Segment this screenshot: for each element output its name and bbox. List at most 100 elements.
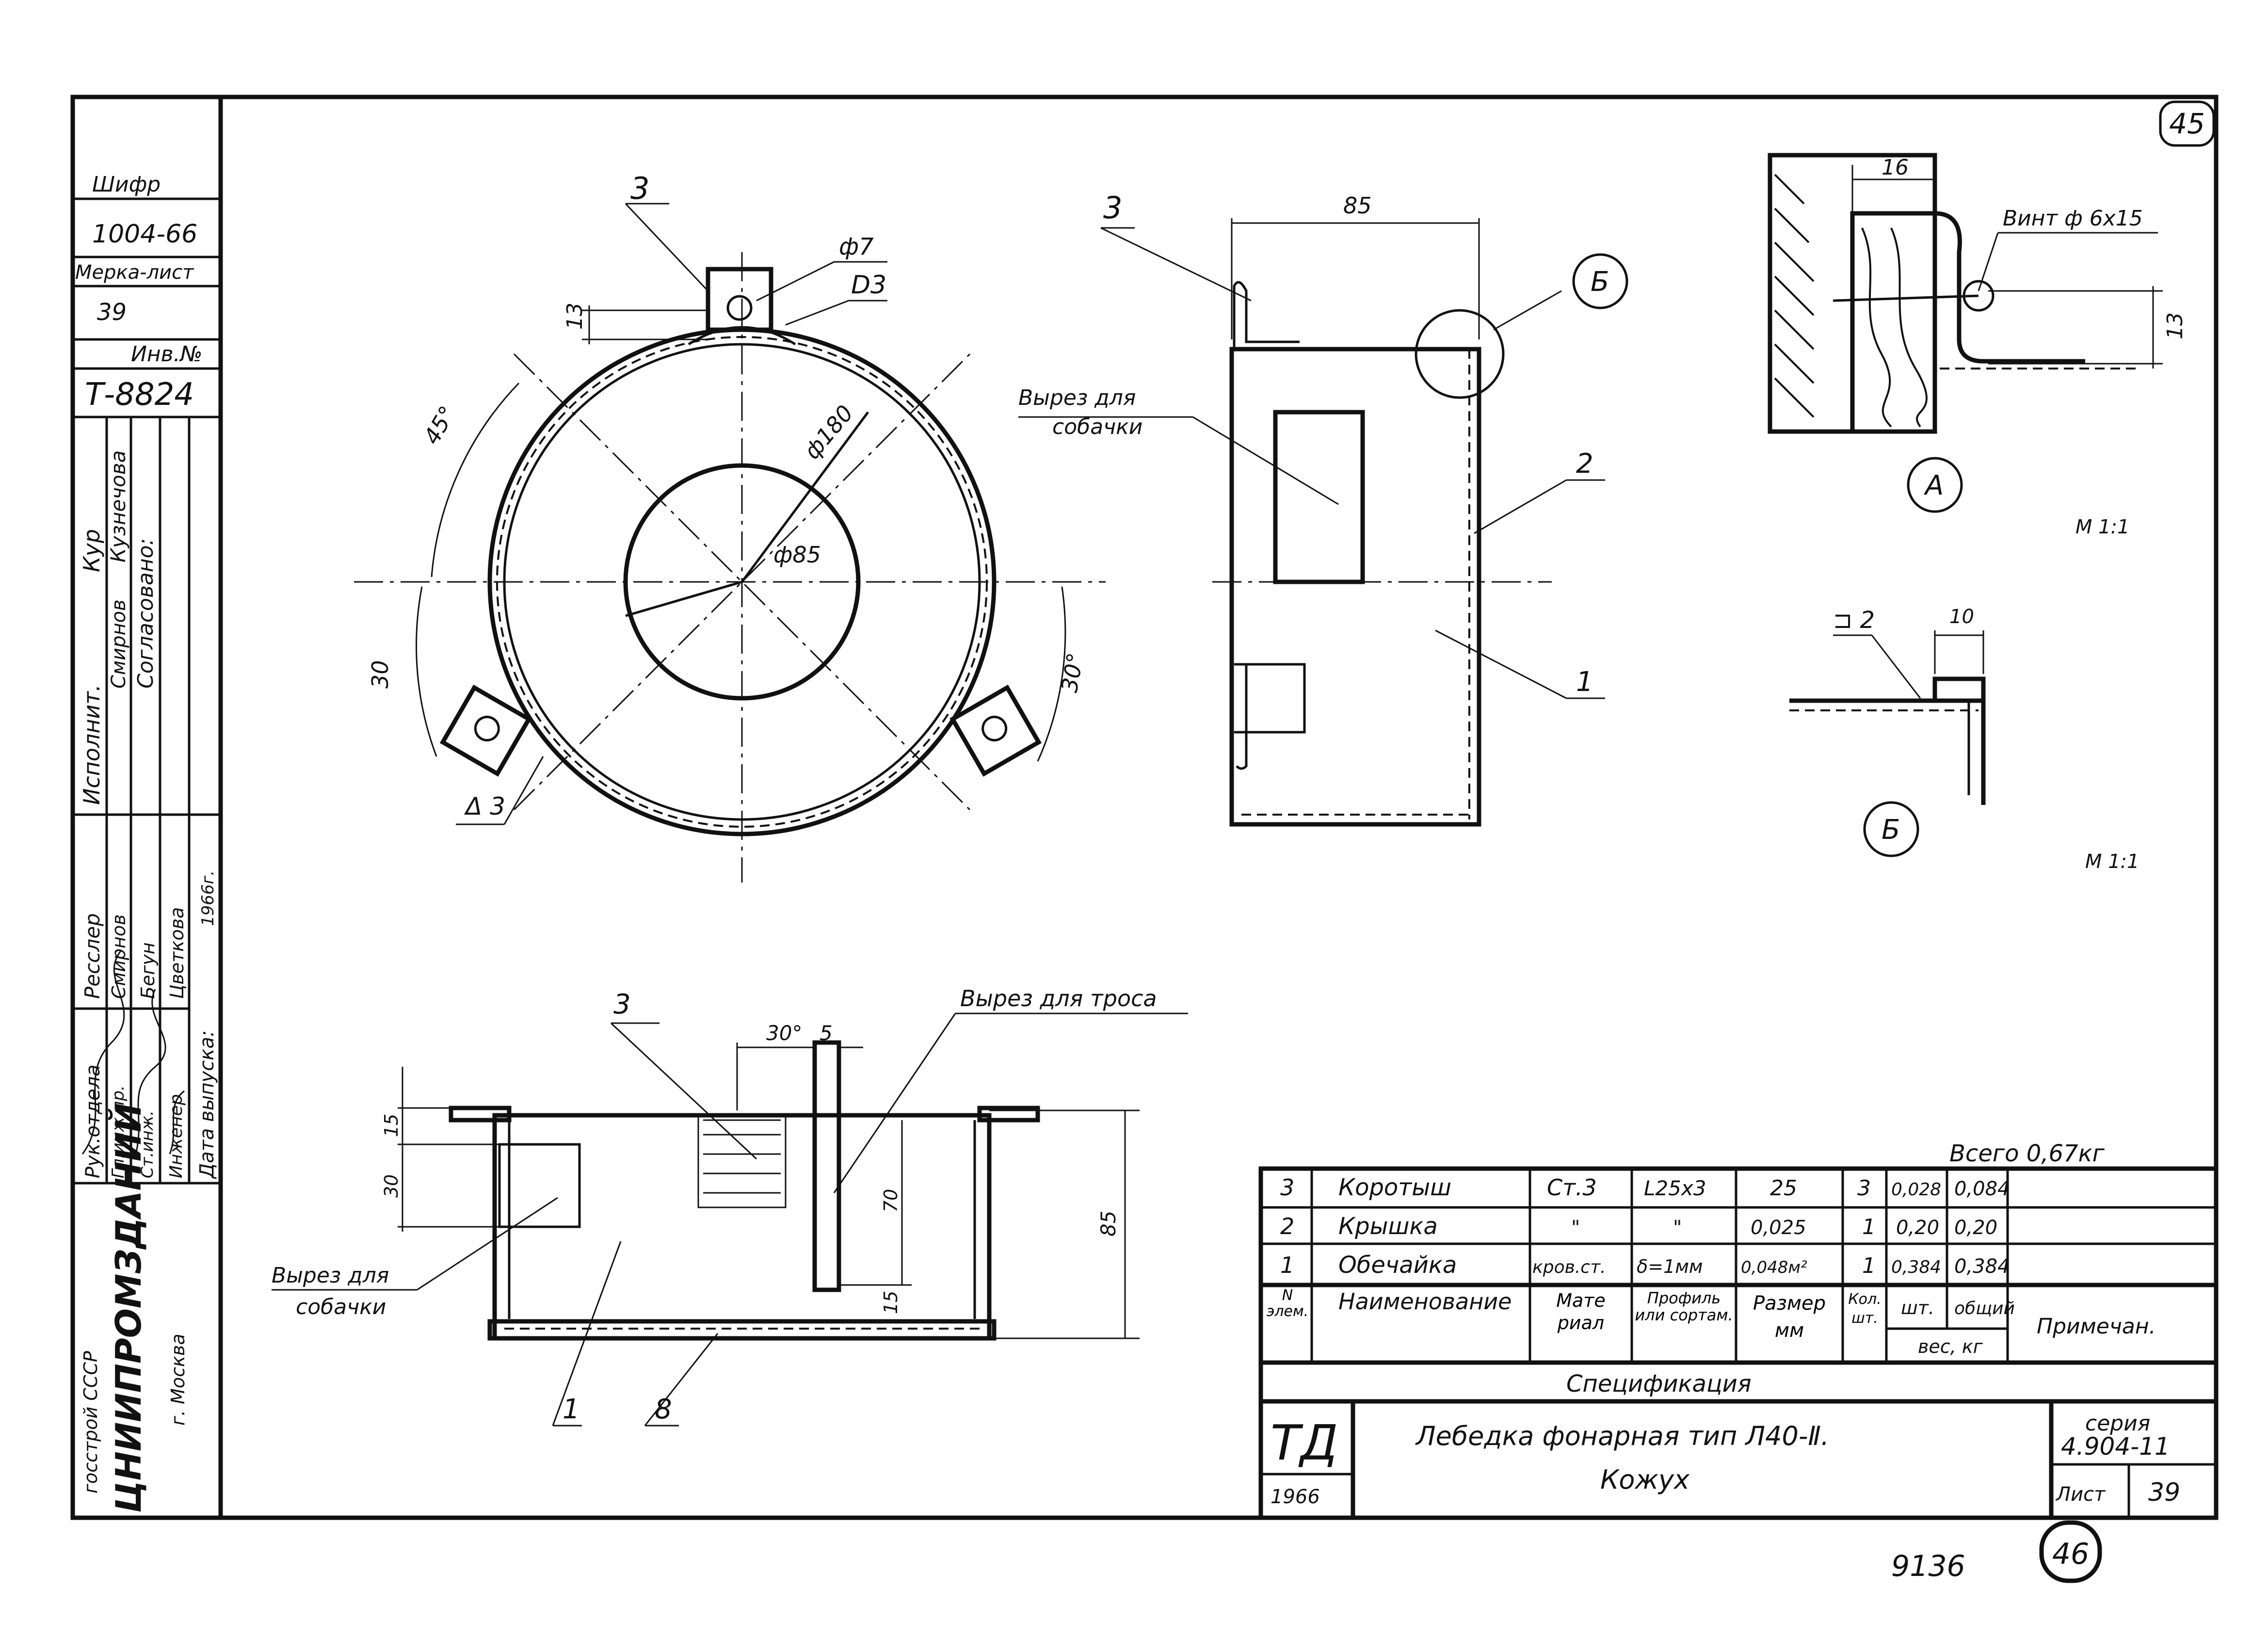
spec-r1-n: 3 bbox=[1280, 1174, 1294, 1201]
spec-table: Всего 0,67кг 3 Коротыш Ст.3 L25х3 25 3 0… bbox=[1258, 1140, 2219, 1520]
spec-head-note: Примечан. bbox=[2037, 1314, 2156, 1339]
spec-head-size: Размер мм bbox=[1753, 1292, 1826, 1342]
series-value: 4.904-11 bbox=[2061, 1432, 2170, 1461]
sheet-border bbox=[70, 95, 2219, 1520]
spec-r3-qty: 1 bbox=[1862, 1253, 1876, 1278]
front-dim-5: 5 bbox=[820, 1021, 833, 1045]
front-cutout-line1: Вырез для bbox=[272, 1263, 389, 1288]
year: 1966г. bbox=[198, 870, 218, 926]
top-dim-13: 13 bbox=[563, 303, 587, 330]
bottom-circle: 46 bbox=[2052, 1537, 2089, 1571]
detail-a-scale: М 1:1 bbox=[2075, 516, 2130, 538]
spec-r3-prof: δ=1мм bbox=[1637, 1256, 1703, 1277]
detail-a-dim-16: 16 bbox=[1882, 155, 1909, 180]
top-weld-3: Δ 3 bbox=[464, 792, 505, 820]
spec-r3-n: 1 bbox=[1280, 1252, 1294, 1278]
title-main: Лебедка фонарная тип Л40-Ⅱ. bbox=[1415, 1421, 1829, 1451]
spec-head-n: N элем. bbox=[1266, 1287, 1309, 1320]
role-head: Рук.отдела bbox=[82, 1064, 104, 1178]
spec-r2-name: Крышка bbox=[1338, 1213, 1438, 1240]
front-dim-30: 30 bbox=[381, 1174, 402, 1198]
front-cable-cut: Вырез для троса bbox=[960, 985, 1157, 1012]
spec-r2-qty: 1 bbox=[1862, 1215, 1876, 1239]
front-dim-15-bot: 15 bbox=[880, 1291, 901, 1314]
detail-a-label: А bbox=[1924, 470, 1944, 501]
bottom-circle-box bbox=[2039, 1520, 2102, 1583]
city: г. Москва bbox=[167, 1333, 189, 1426]
spec-r2-mat: " bbox=[1571, 1217, 1580, 1239]
spec-r3-mat: кров.ст. bbox=[1532, 1257, 1606, 1277]
name-2: Смирнов bbox=[108, 914, 129, 999]
sheet-label: Лист bbox=[2055, 1483, 2106, 1506]
spec-r2-unit: 0,20 bbox=[1896, 1217, 1939, 1239]
side-dim-85: 85 bbox=[1343, 193, 1372, 219]
spec-r1-mat: Ст.3 bbox=[1547, 1174, 1597, 1201]
side-callout-2: 2 bbox=[1576, 448, 1593, 480]
name-4: Цветкова bbox=[166, 907, 188, 999]
top-dia-85: ф85 bbox=[773, 542, 821, 568]
detail-b-weld: ⊐ 2 bbox=[1833, 607, 1875, 634]
top-angle-45: 45° bbox=[418, 401, 461, 449]
spec-r3-name: Обечайка bbox=[1338, 1252, 1457, 1279]
front-dim-85: 85 bbox=[1096, 1211, 1120, 1237]
detail-b-label: Б bbox=[1882, 814, 1900, 846]
detail-b-scale: М 1:1 bbox=[2085, 851, 2139, 873]
sheet-number: 45 bbox=[2169, 107, 2205, 140]
side-cutout-line1: Вырез для bbox=[1018, 385, 1136, 410]
title-year: 1966 bbox=[1271, 1486, 1320, 1508]
detail-a-screw: Винт ф 6х15 bbox=[2003, 206, 2143, 231]
front-callout-1: 1 bbox=[563, 1394, 580, 1425]
sheet-value: 39 bbox=[2148, 1478, 2180, 1507]
role-release-date: Дата выпуска: bbox=[196, 1030, 218, 1179]
sheet-number-box bbox=[2159, 100, 2215, 147]
top-view: 13 3 ф7 D3 45° ф180 ф85 30 30° Δ 3 bbox=[354, 171, 1106, 883]
name-1: Ресслер bbox=[80, 913, 104, 999]
top-dia-180: ф180 bbox=[799, 400, 858, 464]
role-chief: Гл.инж.пр. bbox=[109, 1085, 128, 1178]
spec-r2-size: 0,025 bbox=[1751, 1217, 1806, 1239]
top-angle-30: 30° bbox=[1056, 651, 1089, 694]
spec-head-qty: Кол. шт. bbox=[1848, 1291, 1882, 1327]
signature-scribble bbox=[81, 950, 185, 1155]
copy-sheet-label: Мерка-лист bbox=[75, 261, 194, 284]
spec-head-name: Наименование bbox=[1338, 1288, 1512, 1315]
front-cutout-line2: собачки bbox=[296, 1295, 386, 1319]
detail-a-dim-13: 13 bbox=[2163, 312, 2188, 339]
top-weld-d3: D3 bbox=[851, 271, 886, 300]
spec-total: Всего 0,67кг bbox=[1949, 1140, 2105, 1167]
side-view: 85 3 Б Вырез для собачки 2 1 bbox=[1018, 190, 1628, 827]
spec-r3-total: 0,384 bbox=[1954, 1255, 2010, 1278]
side-callout-b: Б bbox=[1591, 266, 1609, 298]
side-cutout-line2: собачки bbox=[1052, 415, 1142, 439]
org-line: госстрой СССР bbox=[80, 1351, 101, 1493]
spec-head-unit: шт. bbox=[1901, 1297, 1934, 1318]
bottom-note: 9136 bbox=[1891, 1549, 1965, 1583]
side-stamp: Шифр 1004-66 Мерка-лист 39 Инв.№ Т-8824 … bbox=[73, 172, 221, 1513]
agreed-label: Согласовано: bbox=[133, 538, 158, 689]
executor-name-2: Смирнов bbox=[108, 599, 130, 689]
org-name: ЦНИИПРОМЗДАНИЙ bbox=[108, 1103, 149, 1513]
inv-value: Т-8824 bbox=[85, 377, 194, 413]
spec-r1-prof: L25х3 bbox=[1644, 1176, 1706, 1200]
front-angle-30: 30° bbox=[766, 1021, 802, 1045]
cipher-value: 1004-66 bbox=[92, 220, 197, 249]
spec-r2-n: 2 bbox=[1280, 1213, 1294, 1239]
title-logo: ТД bbox=[1271, 1414, 1338, 1471]
front-callout-8: 8 bbox=[655, 1394, 672, 1425]
spec-r2-prof: " bbox=[1673, 1217, 1682, 1239]
executor-signature: Кур bbox=[79, 529, 105, 572]
spec-r1-unit: 0,028 bbox=[1891, 1180, 1941, 1200]
spec-head-prof: Профиль или сортам. bbox=[1635, 1290, 1733, 1325]
spec-head-total: общий bbox=[1954, 1299, 2015, 1318]
detail-b-dim-10: 10 bbox=[1949, 606, 1974, 628]
cipher-label: Шифр bbox=[92, 172, 161, 197]
spec-caption: Спецификация bbox=[1566, 1370, 1752, 1397]
side-callout-1: 1 bbox=[1576, 666, 1593, 698]
spec-r3-size: 0,048м² bbox=[1741, 1258, 1807, 1277]
front-view: 3 30° 5 Вырез для троса 15 30 70 85 15 В… bbox=[272, 985, 1188, 1427]
front-dim-70: 70 bbox=[880, 1189, 901, 1212]
top-hole-dia: ф7 bbox=[839, 233, 874, 260]
spec-r1-name: Коротыш bbox=[1338, 1174, 1451, 1201]
detail-a: 16 Винт ф 6х15 13 А М 1:1 bbox=[1768, 153, 2188, 538]
role-senior: Ст.инж. bbox=[138, 1110, 157, 1178]
